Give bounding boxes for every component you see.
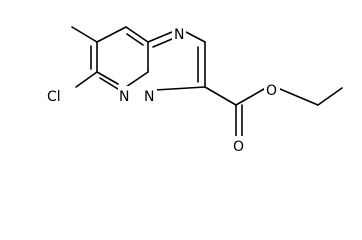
- bond-chloro: [75, 71, 98, 88]
- bond-ring5-1-double: [152, 38, 173, 48]
- bond-ester-1: [204, 86, 237, 106]
- bond-ring5-1: [147, 31, 173, 43]
- bond-ethyl-2: [317, 87, 343, 106]
- bond-ring6-3-double: [126, 33, 144, 46]
- bond-ring5-2: [185, 31, 206, 43]
- atom-o-ester-bg: [264, 80, 280, 98]
- bond-ester-2: [235, 88, 265, 106]
- atom-n-imidazole-bg: [172, 25, 186, 41]
- atom-o-carbonyl: O: [233, 139, 244, 155]
- bond-methyl: [71, 26, 98, 43]
- atom-cl: Cl: [47, 89, 61, 105]
- atom-n-pyridazine-bg: [118, 86, 132, 104]
- atom-n-pyridazine: N: [119, 89, 129, 105]
- bonds: [71, 26, 343, 139]
- chemical-structure-diagram: Cl N N N O O: [46, 25, 343, 155]
- bond-ring5-4: [154, 86, 206, 91]
- bond-ethyl-1: [279, 88, 319, 106]
- bond-ring6-5: [125, 71, 149, 88]
- atom-o-carbonyl-bg: [232, 136, 246, 154]
- atom-n-bridge: N: [144, 89, 154, 105]
- bond-ring6-3: [125, 26, 149, 43]
- atom-o-ester: O: [266, 83, 277, 99]
- atom-labels: Cl N N N O O: [46, 25, 280, 155]
- bond-ring6-6-double: [99, 77, 119, 90]
- atom-n-imidazole: N: [174, 27, 184, 43]
- atom-cl-bg: [46, 86, 74, 104]
- atom-n-bridge-bg: [143, 86, 157, 104]
- bond-ring6-6: [96, 71, 119, 85]
- bond-ring6-2: [96, 26, 127, 43]
